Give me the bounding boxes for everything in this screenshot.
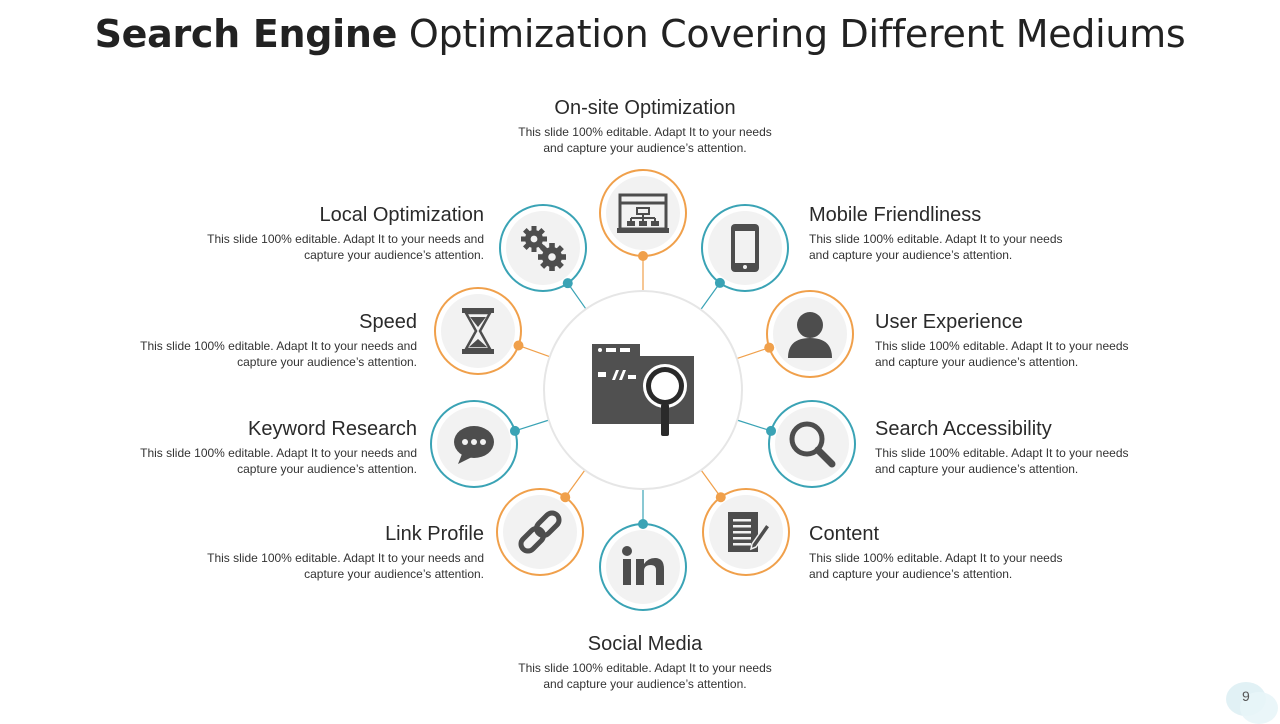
item-text: This slide 100% editable. Adapt It to yo… [809,551,1063,581]
item-keyword: Keyword Research This slide 100% editabl… [117,417,417,477]
user-icon [788,312,832,358]
item-social: Social Media This slide 100% editable. A… [495,632,795,692]
item-text: This slide 100% editable. Adapt It to yo… [809,232,1063,262]
page-number-text: 9 [1242,688,1250,704]
connector-line [565,469,586,497]
chat-bubble-icon [454,426,494,464]
node-link [496,488,584,576]
item-heading: Link Profile [385,523,484,545]
node-social [599,519,687,611]
connector-line [567,283,587,310]
node-keyword [430,400,520,488]
document-pen-icon [728,512,772,552]
hourglass-icon [462,308,494,354]
item-local: Local Optimization This slide 100% edita… [184,203,484,263]
browser-search-icon [592,344,694,436]
item-text: This slide 100% editable. Adapt It to yo… [207,551,484,581]
node-ux [764,290,854,378]
item-text: This slide 100% editable. Adapt It to yo… [140,446,417,476]
node-access [766,400,856,488]
node-speed [434,287,524,375]
item-text: This slide 100% editable. Adapt It to yo… [518,125,772,155]
page-title: Search Engine Optimization Covering Diff… [0,12,1280,56]
item-text: This slide 100% editable. Adapt It to yo… [875,339,1129,369]
smartphone-icon [731,224,759,272]
item-heading: Local Optimization [319,204,484,226]
node-local [499,204,587,292]
connector-line [700,469,721,497]
item-heading: Content [809,523,880,545]
flowchart-window-icon [617,193,669,233]
item-content: Content This slide 100% editable. Adapt … [809,522,1079,582]
node-onsite [599,169,687,261]
gears-icon [521,226,566,271]
item-speed: Speed This slide 100% editable. Adapt It… [117,310,417,370]
title-rest: Optimization Covering Different Mediums [408,12,1186,56]
item-text: This slide 100% editable. Adapt It to yo… [518,661,772,691]
item-heading: Speed [359,311,417,333]
item-link: Link Profile This slide 100% editable. A… [184,522,484,582]
item-heading: On-site Optimization [554,97,736,119]
magnifier-icon [789,421,836,468]
item-heading: Search Accessibility [875,418,1052,440]
item-text: This slide 100% editable. Adapt It to yo… [207,232,484,262]
item-mobile: Mobile Friendliness This slide 100% edit… [809,203,1079,263]
chain-link-icon [518,510,562,554]
node-mobile [701,204,789,292]
item-onsite: On-site Optimization This slide 100% edi… [495,96,795,156]
item-ux: User Experience This slide 100% editable… [875,310,1145,370]
item-access: Search Accessibility This slide 100% edi… [875,417,1145,477]
item-heading: Social Media [587,633,703,655]
item-heading: User Experience [875,311,1023,333]
connector-line [736,347,769,360]
node-content [702,488,790,576]
linkedin-icon [622,546,664,585]
connector-line [737,419,771,432]
connector-line [515,419,549,432]
item-heading: Mobile Friendliness [809,204,982,226]
item-heading: Keyword Research [248,418,417,440]
connector-line [519,345,550,358]
item-text: This slide 100% editable. Adapt It to yo… [875,446,1129,476]
page-number: 9 [1226,682,1278,724]
connector-line [700,283,720,310]
title-bold: Search Engine [94,12,398,56]
item-text: This slide 100% editable. Adapt It to yo… [140,339,417,369]
